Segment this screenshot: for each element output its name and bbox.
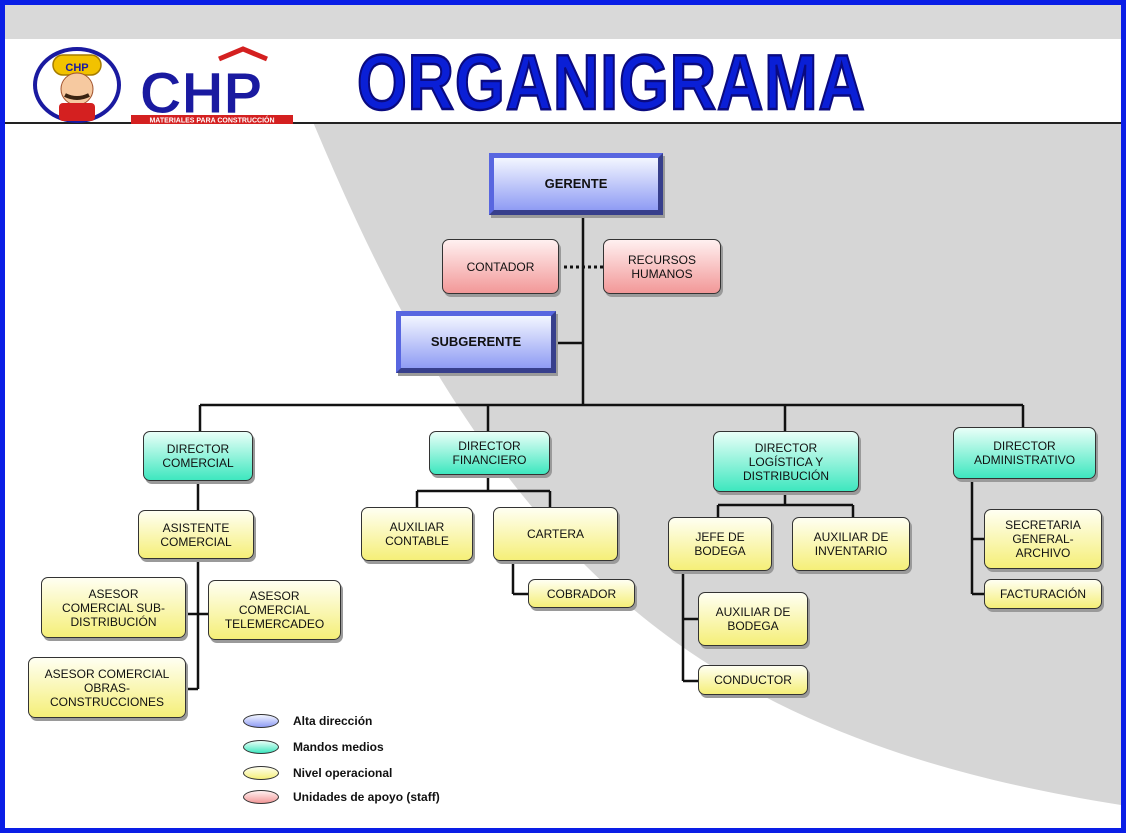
node-cartera: CARTERA — [493, 507, 618, 561]
legend-label: Mandos medios — [293, 740, 384, 754]
connector-lines — [186, 213, 1025, 691]
node-director-administrativo: DIRECTOR ADMINISTRATIVO — [953, 427, 1096, 479]
legend-label: Alta dirección — [293, 714, 373, 728]
legend-item-nivel-operacional: Nivel operacional — [243, 763, 392, 783]
node-asistente-comercial: ASISTENTE COMERCIAL — [138, 510, 254, 559]
legend-swatch-red — [243, 790, 279, 804]
node-facturacion: FACTURACIÓN — [984, 579, 1102, 609]
logo-badge-text: CHP — [65, 62, 88, 74]
chp-logo: CHP CHP MATERIALES PARA CONSTRUCCIÓN — [33, 46, 293, 125]
node-asesor-sub-distribucion: ASESOR COMERCIAL SUB- DISTRIBUCIÓN — [41, 577, 186, 638]
page-title: ORGANIGRAMA — [356, 38, 866, 126]
legend-item-alta-direccion: Alta dirección — [243, 711, 372, 731]
node-subgerente: SUBGERENTE — [396, 311, 556, 373]
node-conductor: CONDUCTOR — [698, 665, 808, 695]
node-recursos-humanos: RECURSOS HUMANOS — [603, 239, 721, 294]
node-asesor-telemercadeo: ASESOR COMERCIAL TELEMERCADEO — [208, 580, 341, 640]
node-auxiliar-contable: AUXILIAR CONTABLE — [361, 507, 473, 561]
legend-swatch-yellow — [243, 766, 279, 780]
node-jefe-bodega: JEFE DE BODEGA — [668, 517, 772, 571]
node-director-logistica: DIRECTOR LOGÍSTICA Y DISTRIBUCIÓN — [713, 431, 859, 492]
node-auxiliar-bodega: AUXILIAR DE BODEGA — [698, 592, 808, 646]
node-gerente: GERENTE — [489, 153, 663, 215]
legend-label: Nivel operacional — [293, 766, 393, 780]
node-secretaria-general: SECRETARIA GENERAL- ARCHIVO — [984, 509, 1102, 569]
node-asesor-obras: ASESOR COMERCIAL OBRAS- CONSTRUCCIONES — [28, 657, 186, 718]
top-bar — [5, 5, 1121, 39]
legend-item-mandos-medios: Mandos medios — [243, 737, 384, 757]
legend-label: Unidades de apoyo (staff) — [293, 790, 440, 804]
logo-text: CHP — [140, 61, 262, 125]
node-cobrador: COBRADOR — [528, 579, 635, 608]
node-director-comercial: DIRECTOR COMERCIAL — [143, 431, 253, 481]
legend-swatch-green — [243, 740, 279, 754]
node-contador: CONTADOR — [442, 239, 559, 294]
node-director-financiero: DIRECTOR FINANCIERO — [429, 431, 550, 475]
header-divider — [5, 122, 1121, 124]
legend-swatch-blue — [243, 714, 279, 728]
legend-item-unidades-apoyo: Unidades de apoyo (staff) — [243, 787, 440, 807]
node-auxiliar-inventario: AUXILIAR DE INVENTARIO — [792, 517, 910, 571]
logo-tagline: MATERIALES PARA CONSTRUCCIÓN — [149, 116, 274, 125]
